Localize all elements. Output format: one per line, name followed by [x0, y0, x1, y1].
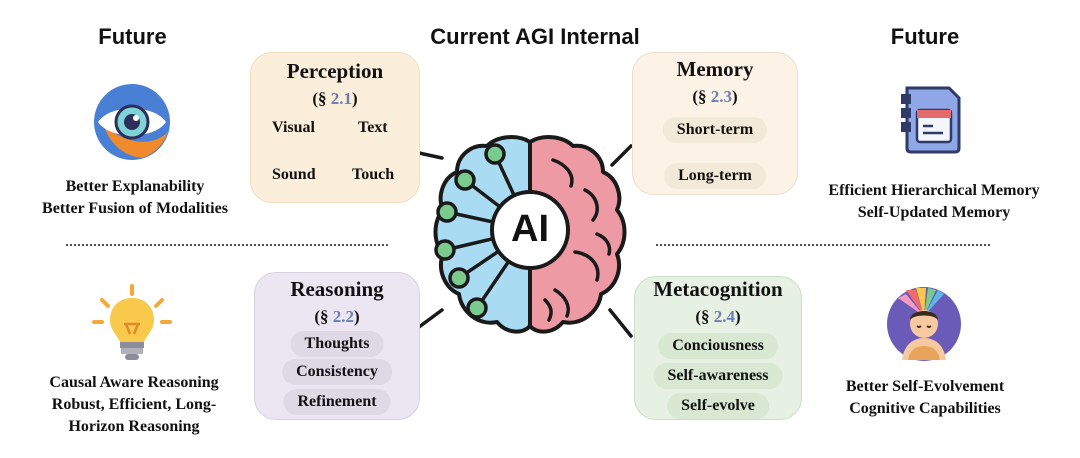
- perception-item: Touch: [352, 166, 395, 183]
- metacognition-future-caption: Better Self-Evolvement Cognitive Capabil…: [845, 378, 1005, 417]
- metacognition-title: Metacognition: [653, 277, 783, 301]
- brain-icon: [433, 135, 627, 334]
- metacognition-item: Conciousness: [658, 333, 778, 359]
- perception-future-caption: Better Explanability Better Fusion of Mo…: [42, 178, 228, 217]
- separator-left: [66, 244, 388, 246]
- metacognition-item: Self-evolve: [667, 393, 769, 419]
- perception-item: Sound: [272, 166, 316, 183]
- perception-title: Perception: [286, 59, 384, 83]
- memory-title: Memory: [676, 57, 754, 81]
- future-header-right: Future: [890, 24, 960, 49]
- memory-box: Memory (§ 2.3) Short-term Long-term: [632, 52, 798, 195]
- reasoning-section: (§ 2.2): [314, 307, 360, 326]
- memory-card-icon: [901, 86, 961, 154]
- memory-item: Short-term: [662, 117, 768, 143]
- reasoning-title: Reasoning: [290, 277, 384, 301]
- memory-section: (§ 2.3): [692, 87, 738, 106]
- perception-box: Perception (§ 2.1) Visual Text Sound Tou…: [250, 52, 420, 203]
- center-header: Current AGI Internal: [430, 24, 640, 49]
- reasoning-future-caption: Causal Aware Reasoning Robust, Efficient…: [49, 374, 219, 435]
- perception-item: Text: [358, 119, 388, 136]
- metacognition-item: Self-awareness: [653, 363, 783, 389]
- reasoning-box: Reasoning (§ 2.2) Thoughts Consistency R…: [254, 272, 420, 420]
- metacognition-box: Metacognition (§ 2.4) Conciousness Self-…: [634, 276, 802, 420]
- metacognition-section: (§ 2.4): [695, 307, 741, 326]
- reasoning-item: Refinement: [283, 389, 391, 415]
- memory-item: Long-term: [664, 163, 766, 189]
- lightbulb-icon: [92, 284, 172, 360]
- separator-right: [656, 244, 990, 246]
- reasoning-item: Consistency: [282, 359, 392, 385]
- perception-item: Visual: [272, 119, 315, 136]
- ai-label: AI: [511, 208, 549, 250]
- reasoning-item: Thoughts: [290, 331, 384, 357]
- meditation-icon: [887, 287, 961, 361]
- perception-section: (§ 2.1): [312, 89, 358, 108]
- future-header-left: Future: [98, 24, 167, 49]
- memory-future-caption: Efficient Hierarchical Memory Self-Updat…: [828, 182, 1040, 221]
- eye-icon: [94, 84, 170, 160]
